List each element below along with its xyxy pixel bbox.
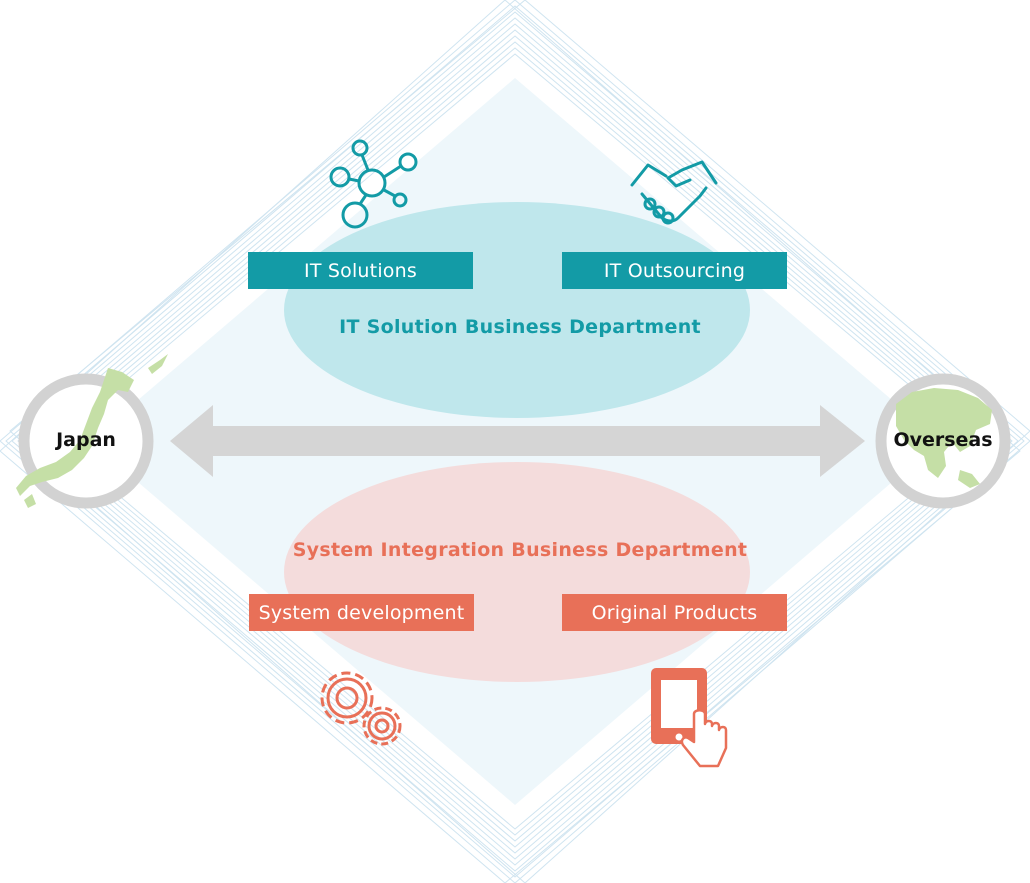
system-integration-ellipse [284, 462, 750, 682]
it-solution-ellipse [284, 202, 750, 418]
japan-circle [16, 354, 168, 509]
handshake-icon [630, 160, 718, 225]
overseas-label: Overseas [893, 429, 993, 451]
system-development-box: System development [249, 594, 474, 631]
overseas-circle [875, 373, 1011, 509]
japan-label: Japan [56, 429, 116, 451]
double-arrow [170, 405, 865, 477]
asia-map-icon [896, 388, 992, 488]
gears-icon [320, 671, 402, 746]
tablet-touch-icon [651, 668, 728, 768]
network-icon [329, 139, 418, 229]
japan-map-icon [16, 354, 168, 508]
it-outsourcing-box: IT Outsourcing [562, 252, 787, 289]
it-solutions-box: IT Solutions [248, 252, 473, 289]
system-integration-department-label: System Integration Business Department [292, 539, 748, 561]
original-products-box: Original Products [562, 594, 787, 631]
it-solution-department-label: IT Solution Business Department [339, 316, 701, 338]
